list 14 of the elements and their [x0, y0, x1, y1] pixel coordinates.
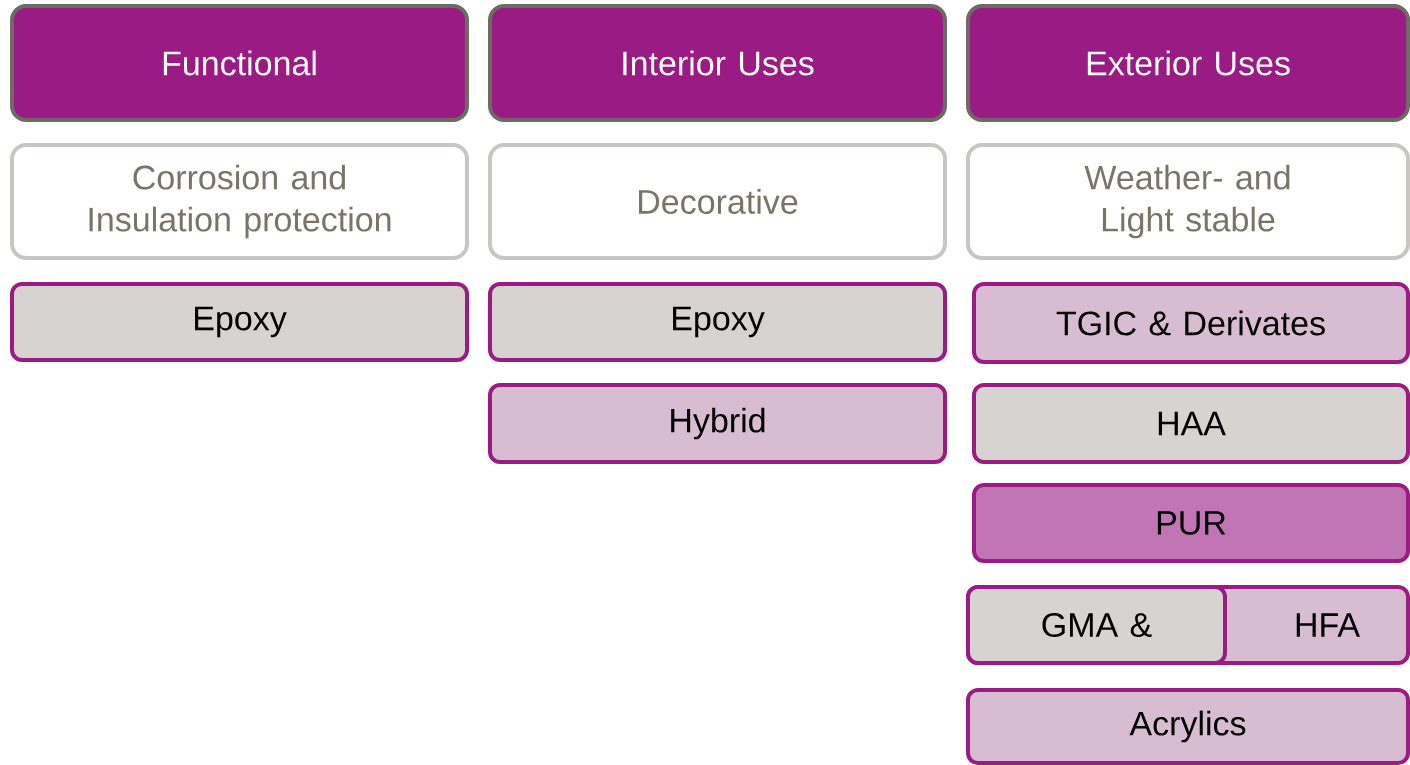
property-box: Decorative: [488, 143, 947, 260]
category-header: Exterior Uses: [966, 4, 1410, 122]
resin-box: PUR: [972, 483, 1410, 563]
resin-box: HAA: [972, 383, 1410, 464]
category-header: Interior Uses: [488, 4, 947, 122]
property-box: Weather- and Light stable: [966, 143, 1410, 260]
resin-box: Hybrid: [488, 383, 947, 464]
category-header: Functional: [10, 4, 469, 122]
resin-box: TGIC & Derivates: [972, 282, 1410, 364]
resin-box: GMA &: [966, 585, 1227, 665]
resin-box: Epoxy: [10, 282, 469, 362]
resin-box: Epoxy: [488, 282, 947, 362]
property-box: Corrosion and Insulation protection: [10, 143, 469, 260]
resin-box: Acrylics: [966, 688, 1410, 765]
